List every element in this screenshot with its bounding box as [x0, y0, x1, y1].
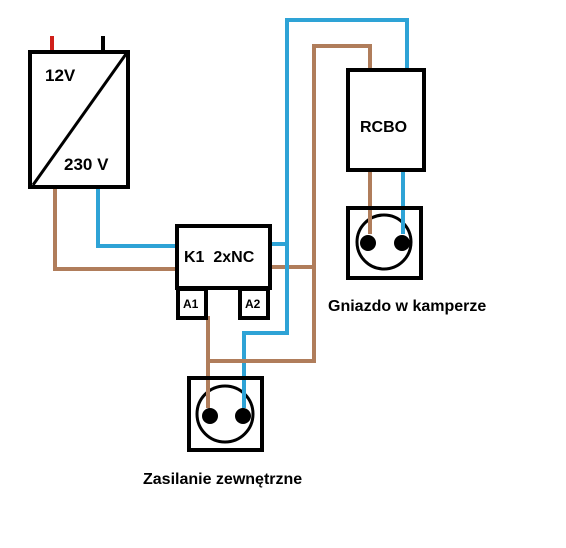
wire-relay-blue-to-rcbo	[268, 18, 409, 246]
rcbo-box	[346, 68, 426, 172]
external-socket-caption: Zasilanie zewnętrzne	[143, 471, 302, 488]
converter-input-label: 12V	[45, 66, 76, 85]
wire-relay-brown-to-external-socket	[206, 265, 316, 363]
external-socket-face	[195, 384, 255, 444]
external-socket: Zasilanie zewnętrzne	[143, 376, 302, 488]
relay: K1 2xNC A1 A2	[175, 224, 272, 320]
converter-output-label: 230 V	[64, 155, 109, 174]
relay-box	[175, 224, 272, 290]
wire-relay-brown-to-rcbo	[268, 44, 372, 269]
converter: 12V 230 V	[28, 36, 130, 189]
coil-terminal-a1-label: A1	[183, 297, 199, 311]
rcbo: RCBO	[346, 68, 426, 172]
camper-socket-pin-left	[360, 235, 376, 251]
camper-socket-pin-right	[394, 235, 410, 251]
wire-relay-blue-to-external-socket	[242, 242, 289, 417]
camper-socket-caption: Gniazdo w kamperze	[328, 298, 486, 315]
rcbo-label: RCBO	[360, 119, 407, 136]
external-socket-pin-right	[235, 408, 251, 424]
camper-socket: Gniazdo w kamperze	[328, 206, 486, 315]
coil-terminal-a1	[176, 287, 208, 320]
coil-terminal-a2	[238, 287, 270, 320]
wire-converter-blue-to-relay	[96, 186, 179, 248]
converter-diagonal	[31, 53, 128, 186]
coil-terminal-a2-label: A2	[245, 297, 261, 311]
relay-label: K1 2xNC	[184, 249, 255, 266]
external-socket-pin-left	[202, 408, 218, 424]
wire-converter-brown-to-relay	[53, 186, 179, 271]
